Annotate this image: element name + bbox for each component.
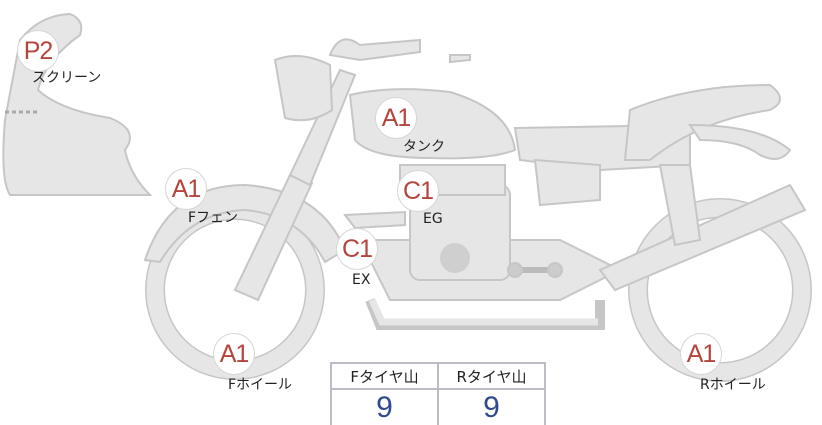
rear-tire-value: 9: [437, 388, 546, 425]
tank-label: タンク: [403, 139, 445, 155]
engine-grade-badge: C1: [397, 170, 439, 212]
front-fender-label: Fフェン: [188, 210, 239, 226]
screen-label: スクリーン: [32, 70, 102, 86]
front-fender-grade-badge: A1: [165, 168, 207, 210]
headlight: [273, 55, 334, 122]
swingarm: [598, 183, 807, 292]
handlebar: [328, 38, 421, 62]
front-wheel-grade-badge: A1: [213, 333, 255, 375]
rear-tire-header: Rタイヤ山: [437, 362, 546, 390]
front-tire-header: Fタイヤ山: [330, 362, 439, 390]
exhaust-grade-badge: C1: [336, 228, 378, 270]
front-tire-value: 9: [330, 388, 439, 425]
front-fork: [233, 173, 314, 302]
rear-wheel-label: Rホイール: [700, 377, 766, 393]
exhaust-label: EX: [352, 272, 371, 288]
exhaust: [343, 210, 406, 230]
rear-wheel-grade-badge: A1: [680, 333, 722, 375]
engine-label: EG: [423, 211, 443, 227]
tank-grade-badge: A1: [375, 97, 417, 139]
rear-fender: [688, 123, 792, 160]
screen-grade-badge: P2: [17, 30, 59, 72]
seat: [623, 83, 781, 161]
front-wheel-label: Fホイール: [228, 377, 293, 393]
